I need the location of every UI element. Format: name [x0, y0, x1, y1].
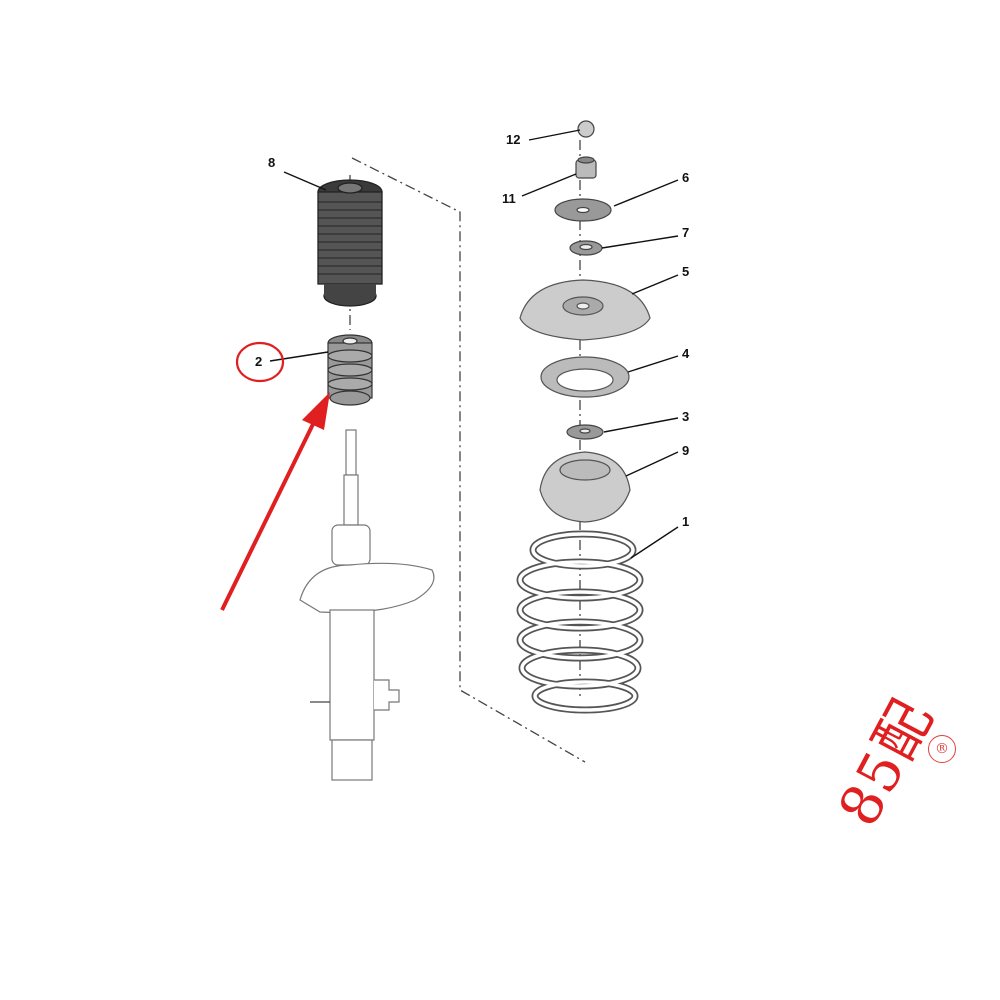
thin-washer-part — [566, 424, 604, 440]
highlight-annotation — [220, 341, 330, 611]
callout-3: 3 — [682, 409, 690, 424]
cap-part — [577, 120, 595, 138]
spring-seat-part — [539, 451, 631, 523]
callout-8: 8 — [268, 155, 276, 170]
leader-lines — [269, 129, 679, 559]
callout-12: 12 — [506, 132, 521, 147]
callout-4: 4 — [682, 346, 690, 361]
callout-7: 7 — [682, 225, 690, 240]
callout-1: 1 — [682, 514, 690, 529]
registered-mark: ® — [928, 735, 956, 763]
callout-2: 2 — [255, 354, 263, 369]
bump-stop-part — [327, 334, 373, 406]
strut-part — [299, 429, 435, 781]
callout-5: 5 — [682, 264, 690, 279]
callout-6: 6 — [682, 170, 690, 185]
cup-washer-part — [554, 198, 612, 222]
top-mount-part — [519, 279, 651, 341]
bearing-part — [540, 356, 630, 398]
assembly-guide-line — [349, 140, 586, 763]
coil-spring-inner — [518, 532, 642, 712]
callout-9: 9 — [682, 443, 690, 458]
callout-11: 11 — [502, 191, 516, 206]
washer-part — [569, 240, 603, 256]
nut-part — [575, 156, 597, 179]
bellows-part — [317, 179, 383, 307]
